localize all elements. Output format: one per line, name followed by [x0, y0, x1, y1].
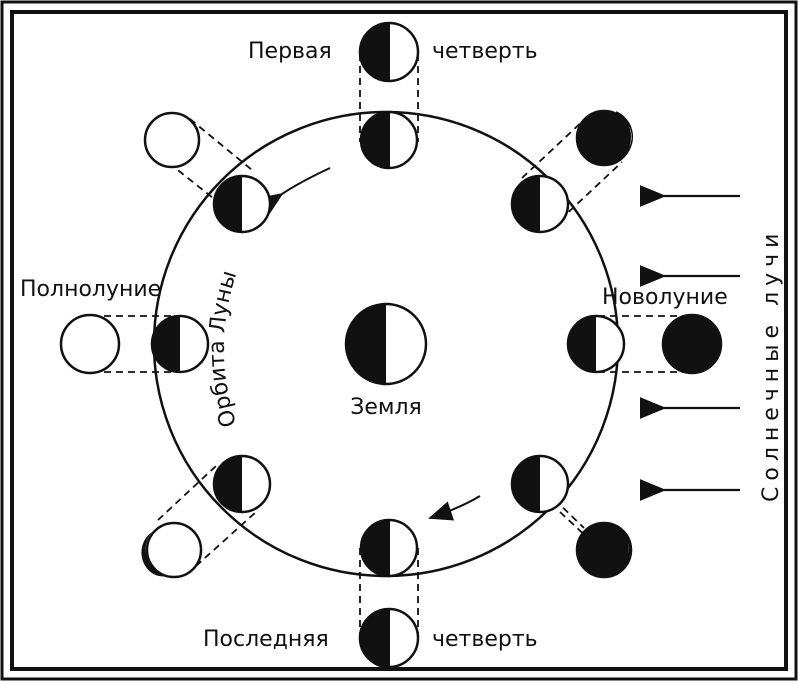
- last-quarter-left-label: Последняя: [203, 627, 329, 652]
- orbit-direction-arrow-top: [282, 168, 330, 194]
- moon-appearance-right: [663, 315, 721, 373]
- moon-appearance-bottom-left: [141, 523, 201, 577]
- moon-orbit-right: [568, 316, 624, 372]
- moon-appearance-top-left: [145, 113, 199, 167]
- new-moon-label: Новолуние: [602, 285, 728, 310]
- orbit-label: Орбита Луны: [205, 268, 242, 430]
- moon-orbit-top-right: [512, 176, 568, 232]
- moon-orbit-top-left: [214, 176, 270, 232]
- moon-orbit-left: [152, 316, 208, 372]
- earth: [346, 304, 426, 384]
- full-moon-label: Полнолуние: [20, 277, 161, 302]
- orbit-direction-arrow-bottom: [430, 496, 480, 518]
- moon-appearance-top: [360, 23, 418, 81]
- earth-label: Земля: [350, 395, 422, 420]
- sun-rays-label: Солнечные лучи: [759, 228, 784, 502]
- moon-orbit-bottom-left: [214, 456, 270, 512]
- moon-orbit-bottom: [361, 520, 417, 576]
- last-quarter-right-label: четверть: [432, 627, 538, 652]
- moon-orbit-bottom-right: [512, 456, 568, 512]
- moon-orbit-top: [361, 112, 417, 168]
- first-quarter-right-label: четверть: [432, 39, 538, 64]
- moon-appearance-bottom: [360, 609, 418, 667]
- moon-appearance-top-right: [577, 111, 632, 165]
- first-quarter-left-label: Первая: [248, 39, 332, 64]
- moon-appearance-left: [61, 315, 119, 373]
- moon-appearance-bottom-right: [577, 523, 631, 577]
